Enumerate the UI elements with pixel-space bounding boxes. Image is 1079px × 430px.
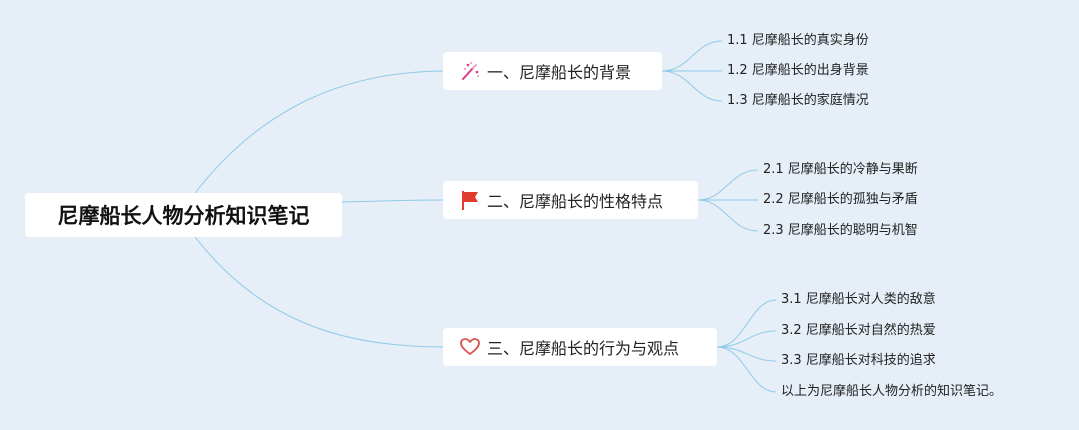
- branch-background[interactable]: 一、尼摩船长的背景: [443, 52, 662, 90]
- leaf-topic[interactable]: 2.3 尼摩船长的聪明与机智: [763, 223, 918, 238]
- connector-line: [716, 346, 777, 362]
- connector-line: [697, 199, 759, 232]
- leaf-topic[interactable]: 3.3 尼摩船长对科技的追求: [781, 353, 936, 368]
- leaf-topic[interactable]: 2.1 尼摩船长的冷静与果断: [763, 162, 918, 177]
- connector-line: [716, 346, 777, 393]
- leaf-topic[interactable]: 3.2 尼摩船长对自然的热爱: [781, 323, 936, 338]
- connector-line: [716, 299, 777, 348]
- connector-line: [341, 199, 444, 203]
- heart-outline-icon: [459, 336, 481, 358]
- root-topic-label: 尼摩船长人物分析知识笔记: [57, 204, 310, 228]
- root-topic[interactable]: 尼摩船长人物分析知识笔记: [25, 193, 342, 237]
- connector-line: [194, 70, 444, 194]
- branch-label: 二、尼摩船长的性格特点: [487, 192, 664, 211]
- branch-personality[interactable]: 二、尼摩船长的性格特点: [443, 181, 698, 219]
- magic-wand-icon: [459, 60, 481, 82]
- leaf-topic[interactable]: 以上为尼摩船长人物分析的知识笔记。: [781, 384, 1003, 399]
- leaf-topic[interactable]: 3.1 尼摩船长对人类的敌意: [781, 292, 936, 307]
- leaf-topic[interactable]: 1.3 尼摩船长的家庭情况: [727, 93, 869, 108]
- leaf-topic[interactable]: 1.2 尼摩船长的出身背景: [727, 63, 869, 78]
- branch-label: 三、尼摩船长的行为与观点: [487, 339, 680, 358]
- connector-line: [661, 40, 723, 72]
- connector-line: [697, 169, 759, 201]
- branch-behavior[interactable]: 三、尼摩船长的行为与观点: [443, 328, 717, 366]
- branch-label: 一、尼摩船长的背景: [487, 63, 632, 82]
- leaf-topic[interactable]: 2.2 尼摩船长的孤独与矛盾: [763, 192, 918, 207]
- connector-line: [194, 236, 444, 348]
- leaf-topic[interactable]: 1.1 尼摩船长的真实身份: [727, 33, 869, 48]
- connector-line: [661, 70, 723, 102]
- connector-line: [716, 330, 777, 348]
- red-flag-icon: [459, 189, 481, 211]
